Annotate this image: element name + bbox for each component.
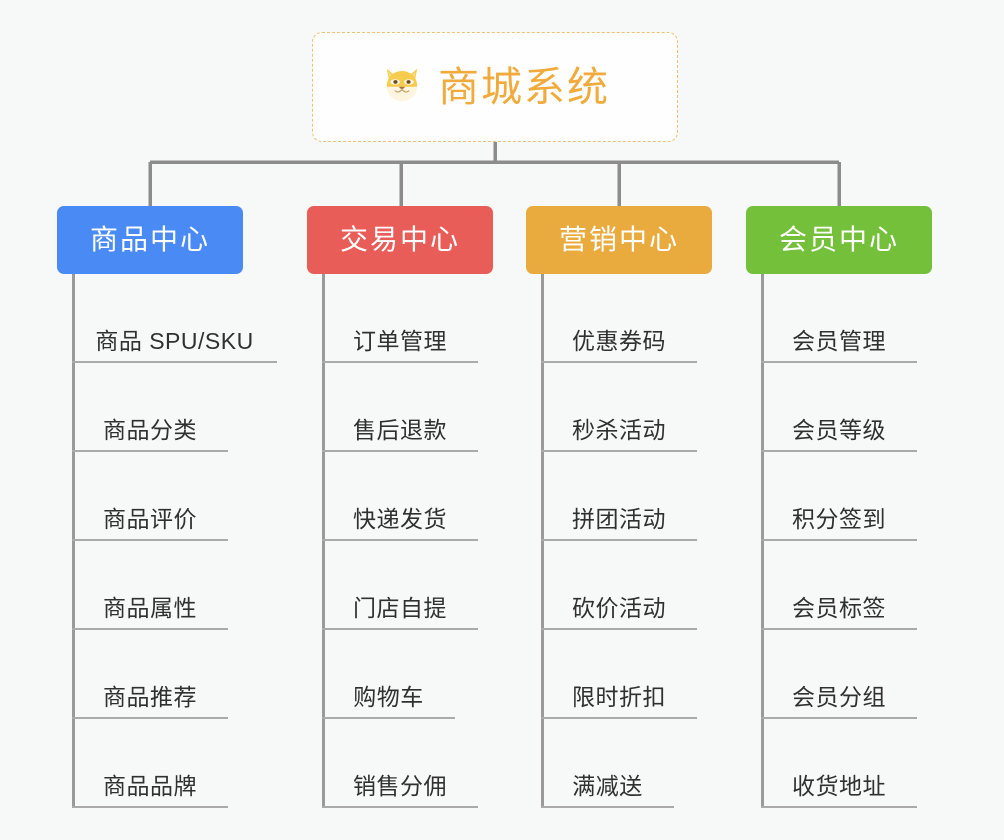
leaf-item[interactable]: 会员管理	[761, 274, 917, 363]
leaf-item-label: 商品属性	[103, 595, 197, 621]
shiba-dog-face-icon	[380, 62, 424, 113]
leaf-item[interactable]: 商品品牌	[72, 719, 228, 808]
leaf-item-label: 会员管理	[792, 328, 886, 354]
leaf-item-label: 购物车	[353, 684, 424, 710]
leaf-item-label: 快递发货	[353, 506, 447, 532]
root-title: 商城系统	[438, 63, 610, 110]
leaf-item-label: 优惠券码	[572, 328, 666, 354]
leaf-item-label: 订单管理	[353, 328, 447, 354]
leaf-item[interactable]: 商品评价	[72, 452, 228, 541]
leaf-item-label: 会员标签	[792, 595, 886, 621]
leaf-item[interactable]: 售后退款	[322, 363, 478, 452]
leaf-item[interactable]: 快递发货	[322, 452, 478, 541]
leaf-item-label: 砍价活动	[572, 595, 666, 621]
leaf-item[interactable]: 满减送	[541, 719, 674, 808]
leaf-item[interactable]: 会员标签	[761, 541, 917, 630]
leaf-item-label: 积分签到	[792, 506, 886, 532]
leaf-column-4: 会员管理 会员等级 积分签到 会员标签 会员分组 收货地址	[761, 274, 917, 808]
leaf-item-label: 会员等级	[792, 417, 886, 443]
leaf-item-label: 商品分类	[103, 417, 197, 443]
leaf-item[interactable]: 拼团活动	[541, 452, 697, 541]
leaf-item[interactable]: 积分签到	[761, 452, 917, 541]
leaf-item[interactable]: 门店自提	[322, 541, 478, 630]
leaf-item[interactable]: 购物车	[322, 630, 455, 719]
leaf-item-label: 商品评价	[103, 506, 197, 532]
leaf-column-2: 订单管理 售后退款 快递发货 门店自提 购物车 销售分佣	[322, 274, 478, 808]
leaf-item[interactable]: 秒杀活动	[541, 363, 697, 452]
leaf-item[interactable]: 会员等级	[761, 363, 917, 452]
leaf-item[interactable]: 商品属性	[72, 541, 228, 630]
leaf-item[interactable]: 订单管理	[322, 274, 478, 363]
leaf-item-label: 门店自提	[353, 595, 447, 621]
leaf-column-3: 优惠券码 秒杀活动 拼团活动 砍价活动 限时折扣 满减送	[541, 274, 697, 808]
leaf-item-label: 收货地址	[792, 773, 886, 799]
leaf-item[interactable]: 商品 SPU/SKU	[72, 274, 277, 363]
root-node[interactable]: 商城系统	[312, 32, 678, 142]
leaf-item[interactable]: 限时折扣	[541, 630, 697, 719]
leaf-item-label: 商品推荐	[103, 684, 197, 710]
leaf-item-label: 拼团活动	[572, 506, 666, 532]
leaf-item-label: 会员分组	[792, 684, 886, 710]
leaf-item[interactable]: 会员分组	[761, 630, 917, 719]
leaf-item-label: 商品 SPU/SKU	[95, 328, 254, 354]
category-label: 会员中心	[778, 224, 899, 255]
leaf-item[interactable]: 商品分类	[72, 363, 228, 452]
category-label: 营销中心	[558, 224, 679, 255]
category-box-2[interactable]: 交易中心	[307, 206, 493, 274]
leaf-item[interactable]: 收货地址	[761, 719, 917, 808]
leaf-item-label: 商品品牌	[103, 773, 197, 799]
leaf-item-label: 满减送	[572, 773, 643, 799]
leaf-item[interactable]: 商品推荐	[72, 630, 228, 719]
category-label: 商品中心	[89, 224, 210, 255]
category-label: 交易中心	[339, 224, 460, 255]
leaf-item[interactable]: 砍价活动	[541, 541, 697, 630]
leaf-item[interactable]: 销售分佣	[322, 719, 478, 808]
category-box-3[interactable]: 营销中心	[526, 206, 712, 274]
category-box-1[interactable]: 商品中心	[57, 206, 243, 274]
leaf-item-label: 售后退款	[353, 417, 447, 443]
leaf-item-label: 限时折扣	[572, 684, 666, 710]
leaf-item-label: 销售分佣	[353, 773, 447, 799]
leaf-item[interactable]: 优惠券码	[541, 274, 697, 363]
leaf-column-1: 商品 SPU/SKU 商品分类 商品评价 商品属性 商品推荐 商品品牌	[72, 274, 277, 808]
leaf-item-label: 秒杀活动	[572, 417, 666, 443]
category-box-4[interactable]: 会员中心	[746, 206, 932, 274]
